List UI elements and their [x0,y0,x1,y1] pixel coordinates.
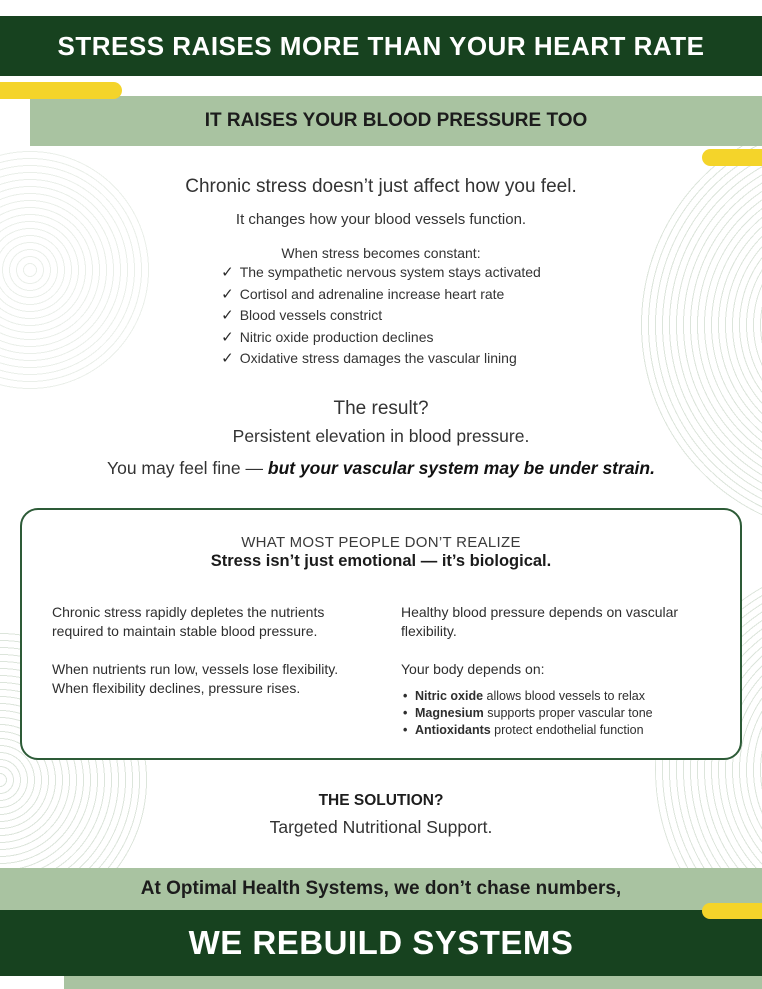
right-paragraph-1: Healthy blood pressure depends on vascul… [401,604,679,639]
nutrient-name: Magnesium [415,706,484,720]
header-subtitle-banner: IT RAISES YOUR BLOOD PRESSURE TOO [30,96,762,146]
footer-sage-banner: At Optimal Health Systems, we don’t chas… [0,868,762,910]
bullet-icon: • [403,689,408,703]
nutrient-list: • Nitric oxide allows blood vessels to re… [401,688,710,739]
footer-line-1: At Optimal Health Systems, we don’t chas… [140,878,622,899]
check-icon: ✓ [221,264,234,281]
realize-box-title: WHAT MOST PEOPLE DON’T REALIZE [241,534,521,551]
left-paragraph-2: When nutrients run low, vessels lose fle… [52,661,339,696]
yellow-accent-right-bottom [702,903,762,919]
checklist-item: ✓ The sympathetic nervous system stays ac… [221,262,541,284]
realize-box-columns: Chronic stress rapidly depletes the nutr… [22,603,740,739]
nutrient-item: • Magnesium supports proper vascular tone [401,705,710,722]
header-subtitle: IT RAISES YOUR BLOOD PRESSURE TOO [204,110,588,131]
result-question: The result? [333,398,429,419]
checklist-item: ✓ Blood vessels constrict [221,305,541,327]
solution-title: THE SOLUTION? [318,792,444,809]
checklist-item: ✓ Cortisol and adrenaline increase heart … [221,284,541,306]
intro-line-1: Chronic stress doesn’t just affect how y… [185,176,577,197]
nutrient-name: Nitric oxide [415,689,484,703]
feel-fine-plain: You may feel fine — [107,458,268,478]
right-list-title: Your body depends on: [401,661,545,677]
solution-subtitle: Targeted Nutritional Support. [269,817,493,837]
bullet-icon: • [403,723,408,737]
checklist-item: ✓ Nitric oxide production declines [221,327,541,349]
checklist-title: When stress becomes constant: [281,245,481,261]
footer-line-2: WE REBUILD SYSTEMS [188,924,574,961]
nutrient-desc: protect endothelial function [490,723,644,737]
feel-fine-emphasis: but your vascular system may be under st… [267,458,655,478]
checklist-section: ✓ The sympathetic nervous system stays ac… [0,262,762,370]
bullet-icon: • [403,706,408,720]
intro-line-2: It changes how your blood vessels functi… [235,211,527,228]
footer-sage-strip [64,976,762,989]
realize-box-subtitle: Stress isn’t just emotional — it’s biolo… [210,552,552,570]
yellow-accent-right-top [702,149,762,166]
realize-box: WHAT MOST PEOPLE DON’T REALIZE Stress is… [20,508,742,760]
realize-box-left-column: Chronic stress rapidly depletes the nutr… [52,603,361,739]
nutrient-name: Antioxidants [415,723,491,737]
check-icon: ✓ [221,285,234,303]
checklist-item-text: Cortisol and adrenaline increase heart r… [239,285,505,302]
checklist-item-text: Oxidative stress damages the vascular li… [239,350,517,366]
checklist-item-text: Blood vessels constrict [239,307,383,323]
header-title-banner: STRESS RAISES MORE THAN YOUR HEART RATE [0,16,762,76]
checklist-item-text: Nitric oxide production declines [239,328,434,345]
checklist-item: ✓ Oxidative stress damages the vascular l… [221,348,541,370]
check-icon: ✓ [221,350,234,367]
footer-dark-banner: WE REBUILD SYSTEMS [0,910,762,976]
nutrient-desc: allows blood vessels to relax [483,689,645,703]
yellow-accent-left [0,82,122,99]
check-icon: ✓ [221,307,234,324]
checklist: ✓ The sympathetic nervous system stays ac… [221,262,541,370]
realize-box-right-column: Healthy blood pressure depends on vascul… [401,603,710,739]
nutrient-item: • Nitric oxide allows blood vessels to re… [401,688,710,705]
left-paragraph-1: Chronic stress rapidly depletes the nutr… [52,604,325,639]
header-title: STRESS RAISES MORE THAN YOUR HEART RATE [57,31,705,61]
checklist-item-text: The sympathetic nervous system stays act… [239,264,541,280]
feel-fine-line: You may feel fine — but your vascular sy… [0,458,762,479]
result-answer: Persistent elevation in blood pressure. [232,426,530,446]
nutrient-item: • Antioxidants protect endothelial functi… [401,722,710,739]
check-icon: ✓ [221,328,234,346]
nutrient-desc: supports proper vascular tone [483,706,653,720]
